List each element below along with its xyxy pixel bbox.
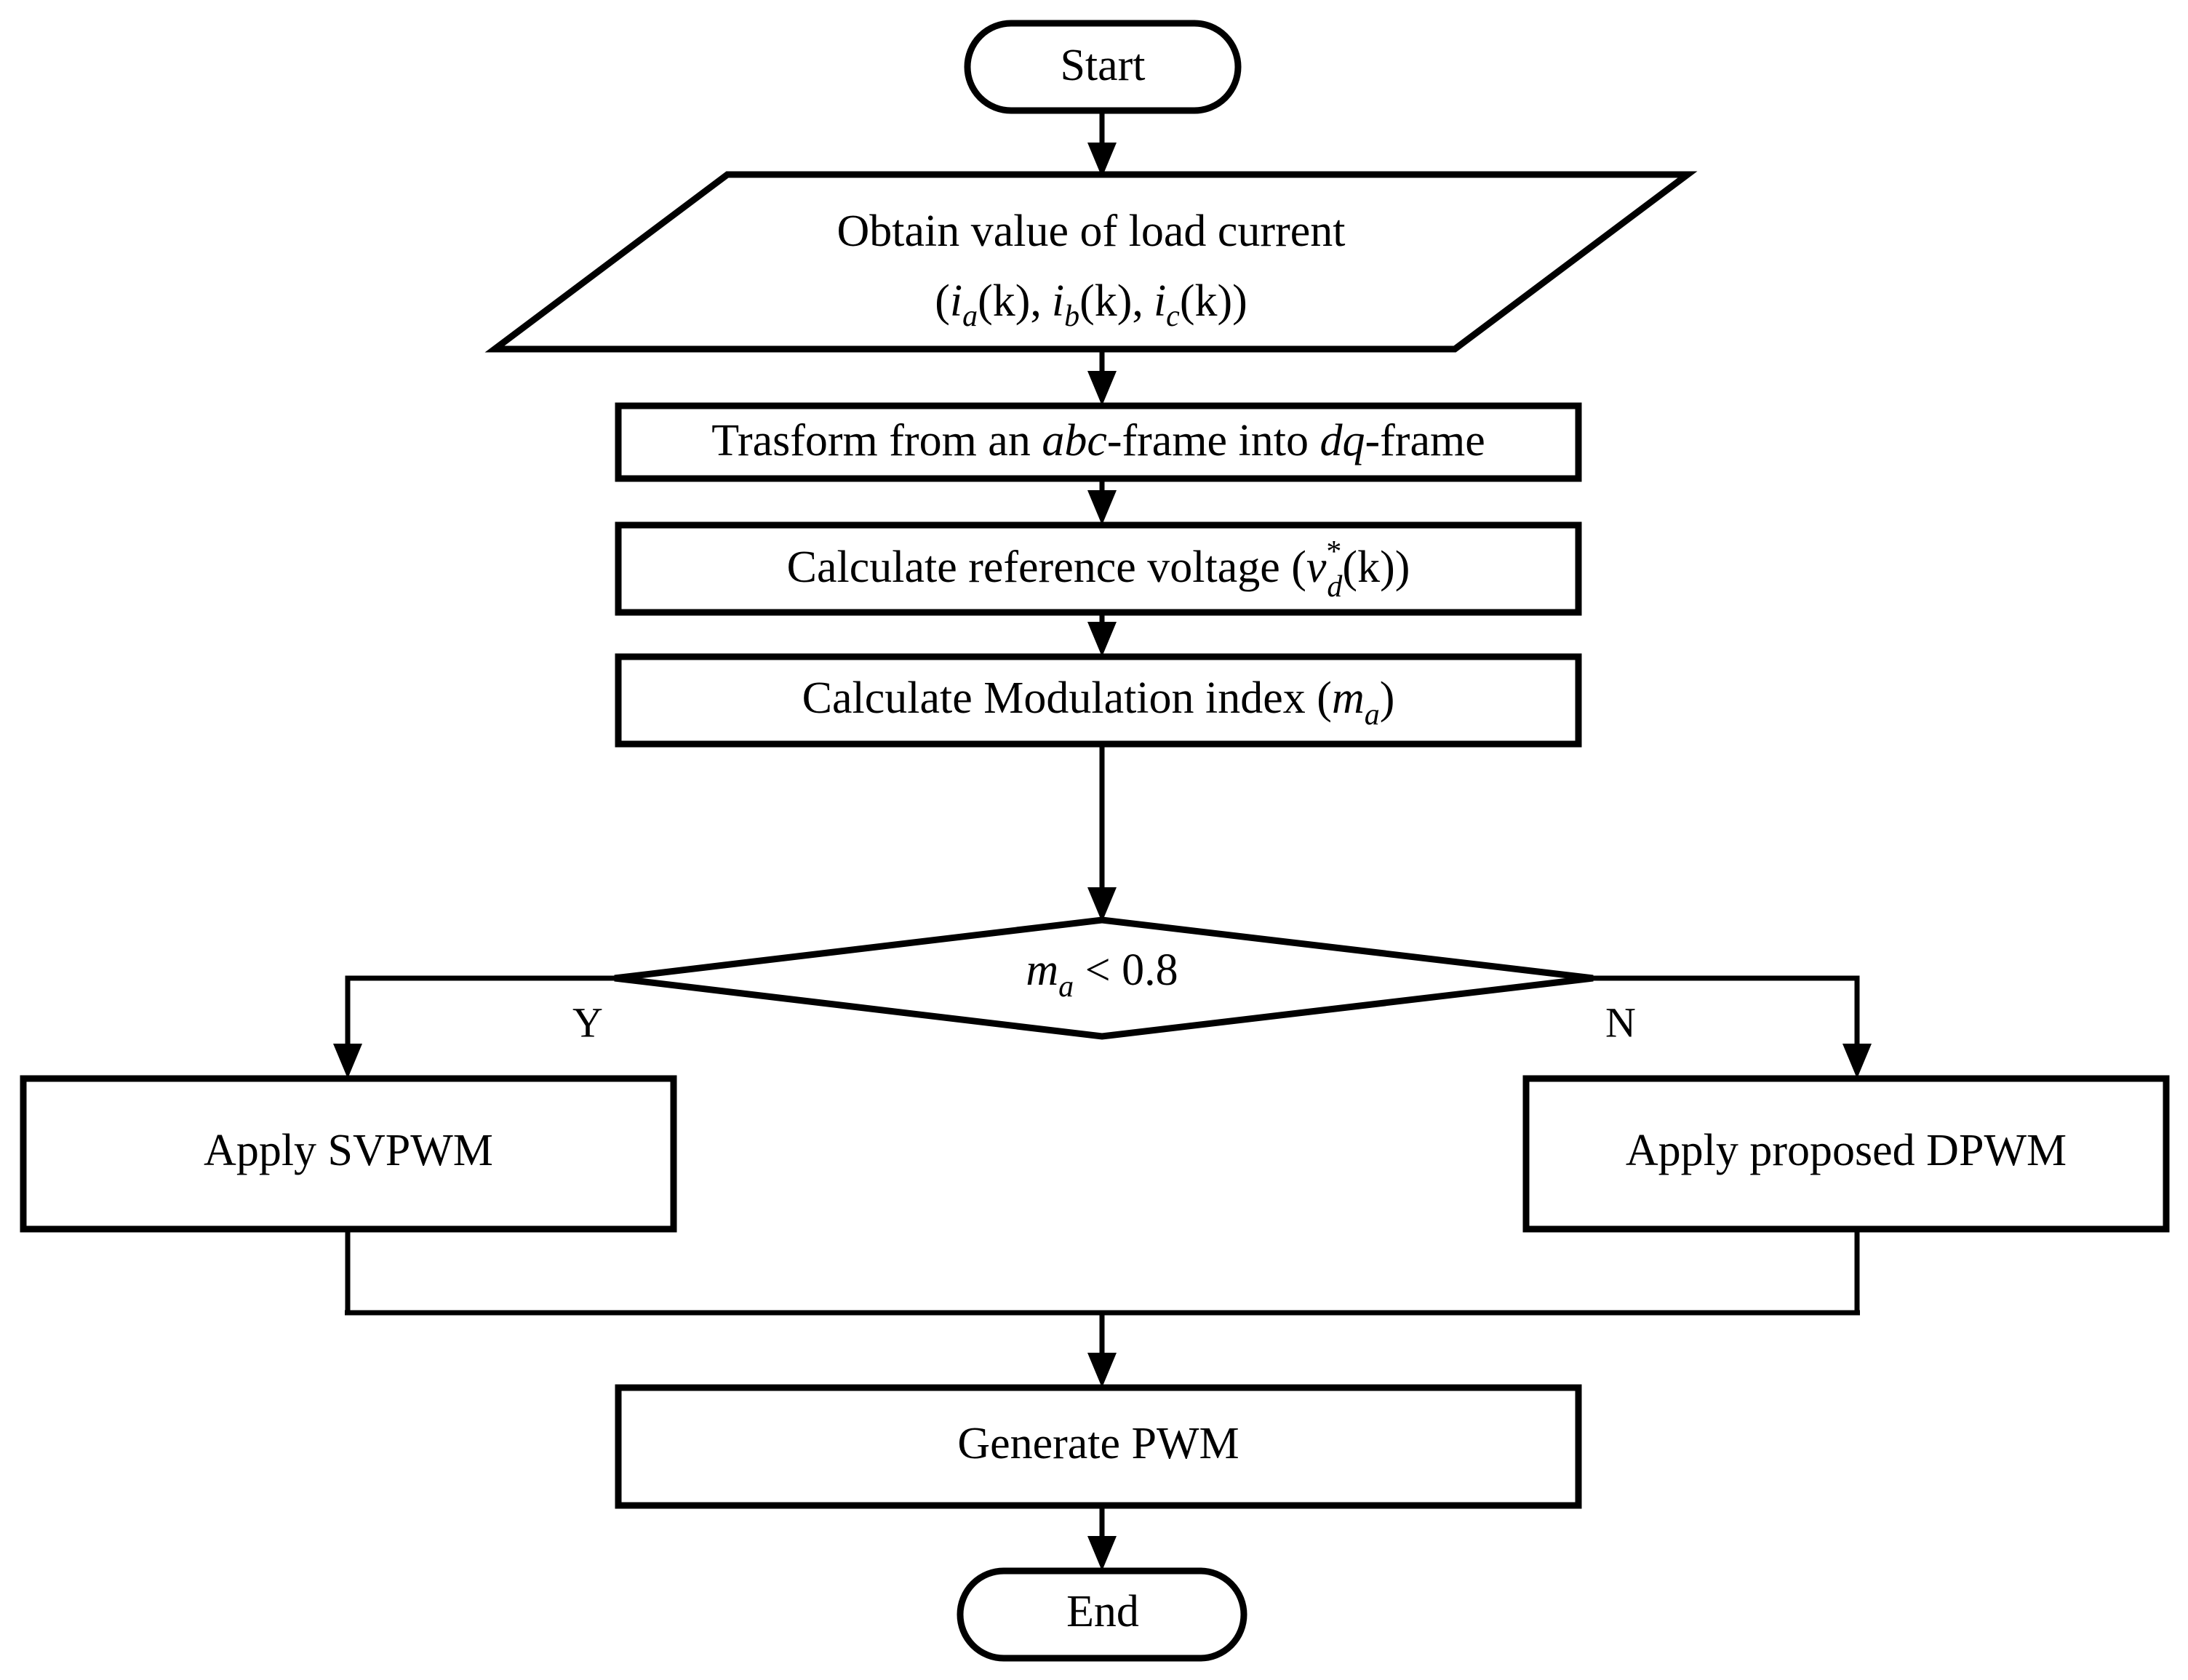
transform-mid: -frame into [1107,416,1320,465]
refvoltage-post: (k)) [1342,543,1410,592]
edge-start-to-input [1087,111,1117,177]
svpwm-label: Apply SVPWM [204,1126,493,1175]
start-label: Start [1060,41,1145,90]
edge-decision-no-to-dpwm [1593,975,1872,1079]
transform-pre: Trasform from an [711,416,1042,465]
decision-sub: a [1058,970,1074,1004]
decision-var: m [1026,945,1058,995]
math-i3-arg: (k) [1180,276,1232,326]
node-mod-index[interactable]: Calculate Modulation index (ma) [615,653,1582,748]
node-decision[interactable]: ma < 0.8 Y N [572,916,1636,1046]
generate-box-shape [615,1384,1582,1509]
input-current-math: (ia(k),ib(k),ic(k)) [935,276,1247,332]
start-terminator-shape [964,20,1242,114]
edge-decision-yes-to-svpwm [333,975,615,1079]
edge-input-to-transform [1087,349,1117,406]
node-svpwm[interactable]: Apply SVPWM [20,1075,677,1233]
decision-yes-label: Y [572,999,603,1046]
edge-refvoltage-to-modindex [1087,611,1117,657]
node-generate-pwm[interactable]: Generate PWM [615,1384,1582,1509]
refvoltage-sup: * [1326,535,1341,569]
input-parallelogram-shape [484,171,1698,353]
node-dpwm[interactable]: Apply proposed DPWM [1522,1075,2170,1233]
math-i1: i [950,276,962,326]
refvoltage-sub: d [1327,570,1343,604]
node-transform[interactable]: Trasform from an abc-frame into dq-frame [615,402,1582,482]
generate-label: Generate PWM [957,1419,1239,1468]
math-i3: i [1154,276,1166,326]
modindex-var: m [1332,673,1365,723]
node-start[interactable]: Start [964,20,1242,114]
transform-box-shape [615,402,1582,482]
math-i1-sub: a [962,300,978,333]
edge-transform-to-refvoltage [1087,476,1117,525]
modindex-sub: a [1365,698,1380,732]
math-i3-sub: c [1166,300,1180,333]
decision-label: ma < 0.8 [1026,945,1178,1003]
modindex-pre: Calculate Modulation index ( [802,673,1332,723]
math-i2: i [1052,276,1064,326]
svpwm-box-shape [20,1075,677,1233]
connectors-group [333,111,1872,1571]
dpwm-label: Apply proposed DPWM [1626,1126,2067,1175]
end-terminator-shape [957,1567,1247,1662]
input-current-line1: Obtain value of load current [837,207,1346,256]
decision-diamond-shape [614,916,1594,1040]
edge-generate-to-end [1087,1505,1117,1571]
math-open: ( [935,276,950,326]
math-i2-arg: (k), [1079,276,1143,326]
math-i2-sub: b [1064,300,1079,333]
end-label: End [1066,1587,1139,1636]
math-i1-arg: (k), [978,276,1042,326]
decision-no-label: N [1605,999,1636,1046]
modindex-post: ) [1380,673,1395,723]
decision-op: < 0.8 [1074,945,1178,995]
refvoltage-var: v [1306,543,1327,592]
transform-label: Trasform from an abc-frame into dq-frame [711,416,1485,465]
node-ref-voltage[interactable]: Calculate reference voltage (v*d(k)) [615,521,1582,616]
transform-em-abc: abc [1042,416,1107,465]
dpwm-box-shape [1522,1075,2170,1233]
edge-modindex-to-decision [1087,742,1117,922]
modindex-box-shape [615,653,1582,748]
modindex-label: Calculate Modulation index (ma) [802,673,1395,731]
refvoltage-box-shape [615,521,1582,616]
node-end[interactable]: End [957,1567,1247,1662]
transform-post: -frame [1365,416,1485,465]
edge-merge-to-generate [1087,1313,1117,1388]
math-close: ) [1232,276,1247,326]
transform-em-dq: dq [1320,416,1365,465]
refvoltage-pre: Calculate reference voltage ( [787,543,1306,592]
node-input-current[interactable]: Obtain value of load current (ia(k),ib(k… [484,171,1698,353]
refvoltage-label: Calculate reference voltage (v*d(k)) [787,535,1410,604]
